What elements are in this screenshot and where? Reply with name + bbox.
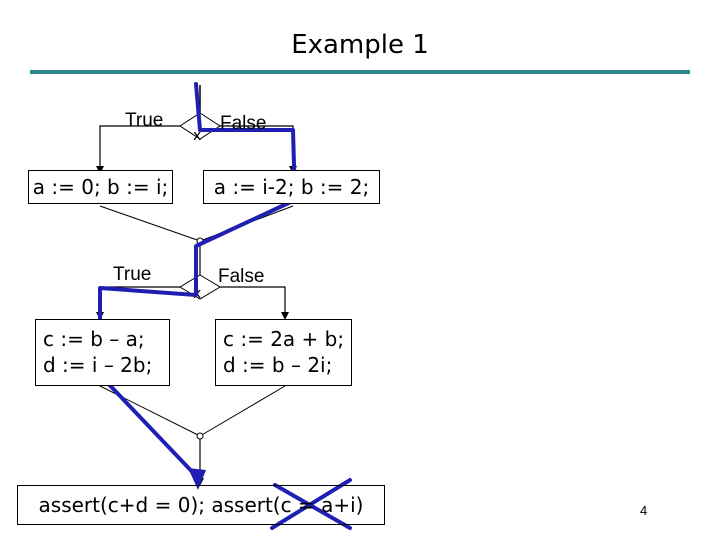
title-rule (30, 70, 690, 74)
block-left-2: c := b – a; d := i – 2b; (35, 319, 170, 386)
assert-text: assert(c+d = 0); assert(c = a+i) (38, 493, 364, 517)
block-left-2-line1: c := b – a; (43, 327, 145, 351)
slide-title: Example 1 (291, 30, 429, 60)
merge-left-1 (99, 205, 201, 242)
branch-marker-1: x (193, 128, 201, 144)
assert-block: assert(c+d = 0); assert(c = a+i) (17, 485, 385, 525)
page-number: 4 (640, 503, 648, 518)
crossout-line-2 (270, 478, 352, 530)
block-right-2-line1: c := 2a + b; (223, 327, 345, 351)
block-right-2: c := 2a + b; d := b – 2i; (215, 319, 352, 386)
block-right-1-text: a := i-2; b := 2; (213, 175, 370, 199)
block-right-1: a := i-2; b := 2; (203, 170, 380, 204)
true-edge-1 (99, 125, 180, 172)
block-left-1-text: a := 0; b := i; (32, 175, 169, 199)
block-left-1: a := 0; b := i; (28, 170, 173, 204)
crossout-line-1 (273, 483, 352, 530)
merge-node-2 (196, 432, 204, 440)
merge-right-2 (199, 385, 286, 437)
false-label-2: False (218, 266, 265, 287)
highlight-arrowhead (188, 468, 206, 490)
false-arrow-2 (281, 312, 289, 320)
block-right-2-line2: d := b – 2i; (223, 353, 333, 377)
block-left-2-line2: d := i – 2b; (43, 353, 153, 377)
true-label-1: True (125, 110, 164, 131)
true-label-2: True (113, 264, 152, 285)
false-edge-2 (220, 286, 286, 318)
false-label-1: False (220, 113, 267, 134)
